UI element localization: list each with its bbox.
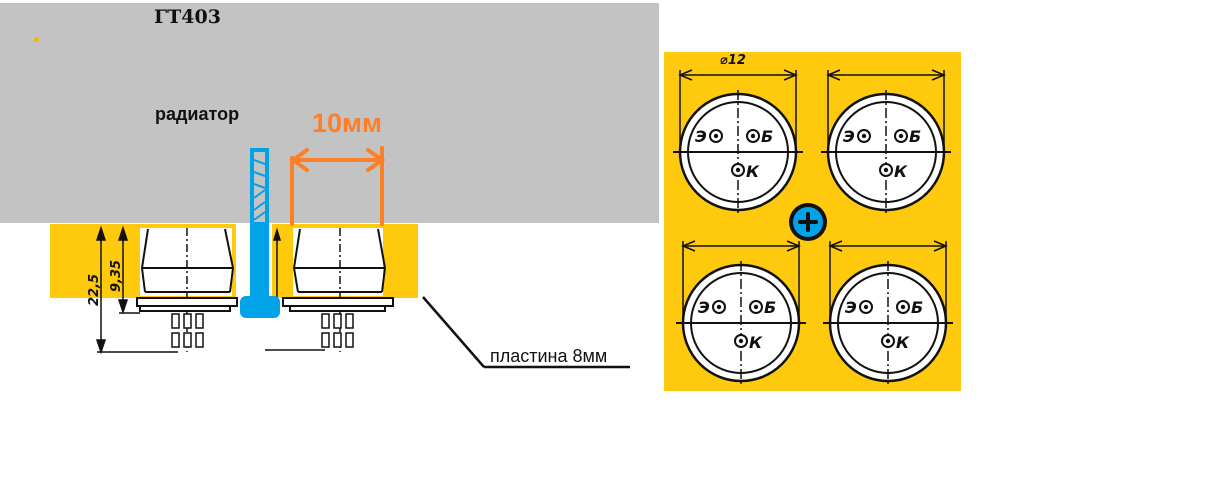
transistor-top-2: Э БК	[821, 69, 951, 214]
side-view: 22,5 9,35	[50, 146, 630, 369]
transistor-side-left	[136, 228, 238, 352]
plate-label: пластина 8мм	[490, 346, 608, 366]
dim-body-height: 9,35	[109, 260, 124, 292]
transistor-top-4: Э БК	[823, 240, 953, 385]
radiator-fin	[240, 148, 280, 318]
pin-label-emitter: Э	[695, 127, 707, 146]
dimension-lines	[95, 225, 325, 355]
pin-label-base: Б	[764, 298, 776, 317]
pin-label-base: Б	[911, 298, 923, 317]
pin-label-collector: К	[896, 333, 910, 352]
pins-right	[321, 313, 354, 348]
dimension-label: 10мм	[312, 108, 382, 138]
pins-left	[171, 313, 204, 348]
radiator-label: радиатор	[155, 104, 240, 124]
pin-label-emitter: Э	[843, 127, 855, 146]
pin-label-collector: К	[746, 162, 760, 181]
mounting-screw	[789, 203, 827, 241]
transistor-side-right	[282, 228, 394, 352]
transistor-top-3: Э БК	[676, 240, 806, 385]
pin-label-collector: К	[894, 162, 908, 181]
pin-label-collector: К	[749, 333, 763, 352]
pin-label-base: Б	[909, 127, 921, 146]
dimension-10mm	[289, 146, 386, 226]
diameter-label: ⌀12	[720, 53, 746, 68]
pin-label-emitter: Э	[698, 298, 710, 317]
pin-label-base: Б	[761, 127, 773, 146]
plate-leader-line	[422, 296, 630, 369]
marker-dot	[34, 37, 39, 42]
pin-label-emitter: Э	[845, 298, 857, 317]
radiator-area	[0, 3, 659, 223]
diagram-title: ГТ403	[154, 6, 221, 28]
screw-cross-icon	[798, 212, 818, 232]
transistor-top-1: Э БК	[673, 69, 803, 214]
dim-total-height: 22,5	[87, 274, 102, 306]
